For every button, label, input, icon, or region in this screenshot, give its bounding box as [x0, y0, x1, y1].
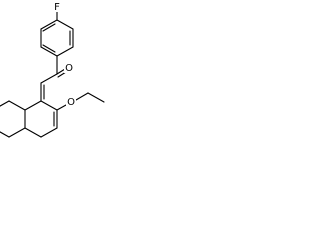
- bond: [40, 127, 58, 138]
- bond: [40, 19, 58, 30]
- bond: [40, 46, 58, 57]
- fluorine-label: F: [54, 2, 60, 13]
- bond: [56, 46, 74, 57]
- ether-oxygen-label: O: [67, 97, 75, 108]
- bond: [42, 23, 56, 32]
- bond: [24, 100, 42, 111]
- bond: [40, 100, 58, 111]
- bond: [8, 100, 26, 111]
- atom-labels: F O O: [52, 1, 76, 108]
- chemical-structure: F O O: [0, 1, 105, 138]
- bond: [8, 127, 26, 138]
- bond: [56, 19, 74, 30]
- bond: [75, 92, 89, 101]
- bond: [0, 131, 10, 138]
- bond: [56, 104, 67, 111]
- bond: [56, 68, 66, 75]
- carbonyl-oxygen-label: O: [65, 63, 73, 74]
- bond: [87, 92, 105, 103]
- bond: [40, 73, 58, 84]
- bond: [42, 44, 56, 53]
- bond: [0, 100, 10, 107]
- bond: [24, 127, 42, 138]
- bonds: [0, 11, 105, 138]
